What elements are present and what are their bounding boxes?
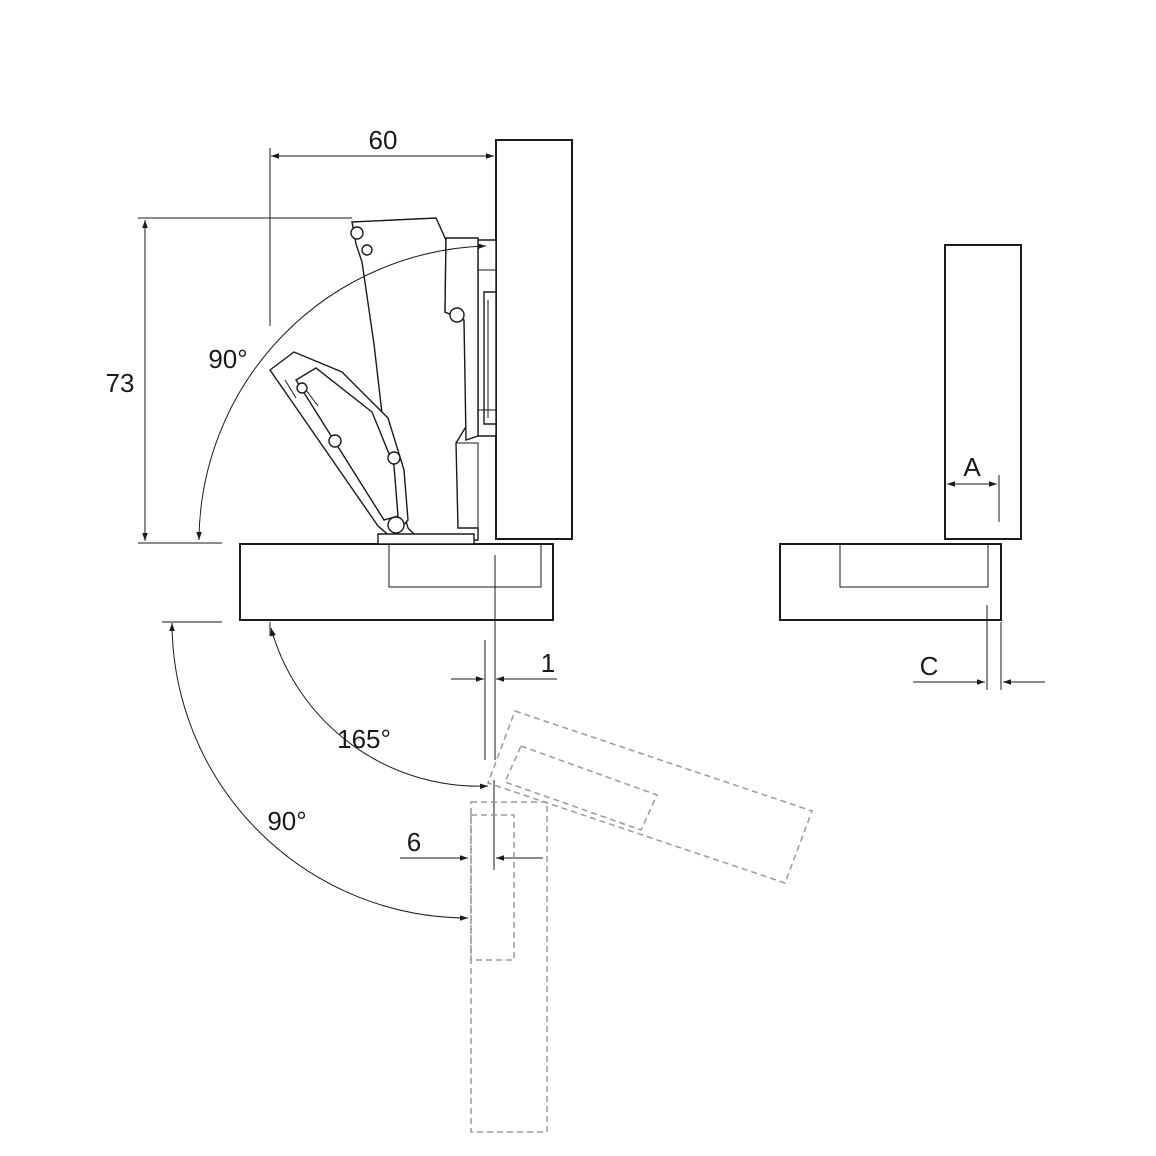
dimension-60: 60 [269, 125, 494, 326]
angle-90-bottom-label: 90° [267, 806, 306, 836]
angle-90-top: 90° [196, 243, 487, 541]
detail-cup-recess [839, 545, 989, 588]
dimension-c: C [913, 605, 1045, 690]
detail-door-panel [944, 244, 1022, 540]
main-hinge-view: 60 73 90° 1 165° [106, 125, 813, 1133]
dimension-6: 6 [400, 780, 543, 870]
dimension-73-label: 73 [106, 368, 135, 398]
dimension-a: A [947, 452, 1000, 522]
angle-165-label: 165° [337, 724, 391, 754]
dimension-6-label: 6 [407, 827, 421, 857]
dimension-73: 73 [106, 217, 352, 544]
detail-view-a-c: A C [779, 244, 1045, 690]
cup-recess [388, 545, 542, 588]
door-open-165 [487, 710, 813, 884]
dimension-1-label: 1 [541, 648, 555, 678]
hinge-base-plate [377, 533, 475, 545]
hinge-mounting-plate [477, 239, 497, 437]
detail-side-panel [779, 543, 1002, 621]
door-open-90 [470, 801, 548, 1133]
dimension-a-label: A [963, 452, 981, 482]
dimension-c-label: C [920, 651, 939, 681]
cabinet-side-panel [239, 543, 554, 621]
dimension-1: 1 [451, 648, 557, 682]
angle-90-bottom: 90° [162, 621, 469, 921]
angle-90-top-label: 90° [208, 344, 247, 374]
angle-165: 165° [269, 622, 489, 790]
dimension-60-label: 60 [369, 125, 398, 155]
door-panel [495, 139, 573, 540]
